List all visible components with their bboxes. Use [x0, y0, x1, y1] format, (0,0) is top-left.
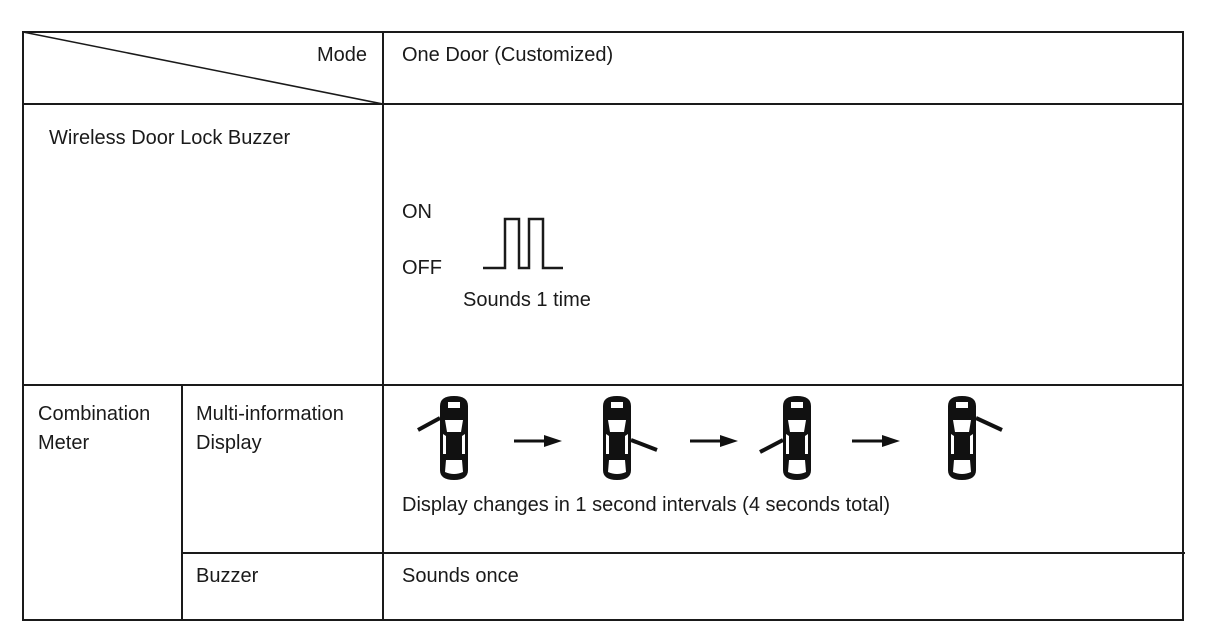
- signal-on-label: ON: [402, 201, 432, 223]
- multi-info-display-label-line2: Display: [196, 432, 262, 454]
- meter-buzzer-value: Sounds once: [402, 565, 519, 587]
- multi-info-display-caption: Display changes in 1 second intervals (4…: [402, 494, 891, 516]
- mode-header-label: Mode: [317, 44, 368, 66]
- wireless-door-lock-buzzer-label: Wireless Door Lock Buzzer: [49, 127, 291, 149]
- mode-value: One Door (Customized): [402, 44, 614, 66]
- multi-info-display-label-line1: Multi-information: [196, 403, 344, 425]
- header-diagonal-divider: [22, 31, 384, 105]
- combination-meter-label-line2: Meter: [38, 432, 90, 454]
- wireless-buzzer-caption: Sounds 1 time: [463, 289, 591, 311]
- signal-off-label: OFF: [402, 257, 442, 279]
- meter-buzzer-label: Buzzer: [196, 565, 259, 587]
- combination-meter-label-line1: Combination: [38, 403, 151, 425]
